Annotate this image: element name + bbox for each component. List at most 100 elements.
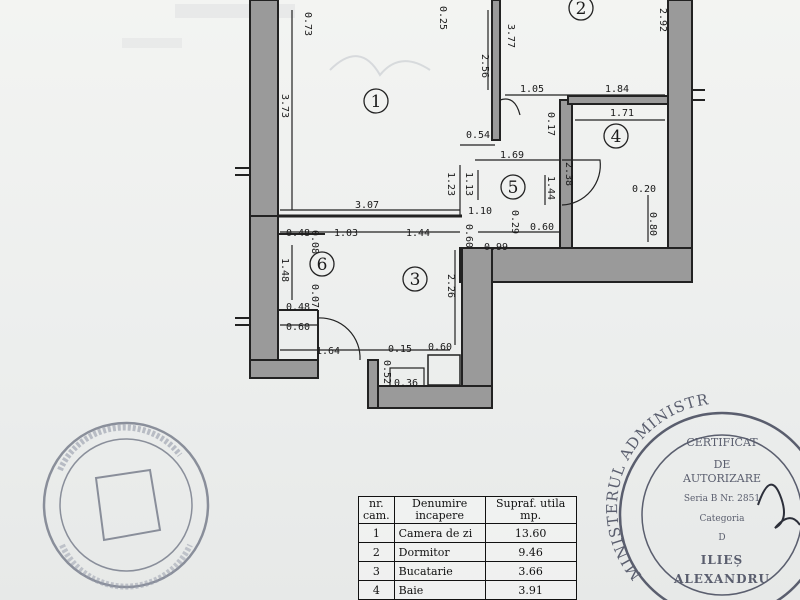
table-row: 3 Bucatarie 3.66 [358, 561, 577, 581]
cell-area: 9.46 [484, 542, 577, 562]
dim-373: 3.73 [279, 94, 290, 118]
dim-238: 2.38 [563, 162, 574, 186]
stamp-line6: D [718, 533, 725, 543]
dim-008: 0.08 [309, 230, 320, 254]
room-markers: 1 2 3 4 5 6 [309, 0, 629, 292]
dim-226: 2.26 [445, 274, 456, 298]
stamp-line4: Seria B Nr. 2851 [684, 494, 760, 504]
dim-015: 0.15 [388, 344, 412, 355]
wall-left-lower [249, 215, 279, 379]
dimension-lines [280, 10, 665, 351]
stamp-left [42, 421, 210, 590]
cell-nr: 2 [358, 542, 395, 562]
room-5-number: 5 [508, 178, 519, 198]
dim-256: 2.56 [479, 54, 490, 78]
dim-060d: 0.60 [428, 342, 452, 353]
room-4-circle [603, 123, 629, 149]
dim-123: 1.23 [445, 172, 456, 196]
cell-nr: 4 [358, 580, 395, 600]
stamp-line3: AUTORIZARE [682, 472, 761, 485]
dim-099: 0.99 [484, 242, 508, 253]
room-1-circle [363, 88, 389, 114]
room-2-number: 2 [576, 0, 587, 19]
wall-bottom-kitchen [367, 385, 493, 409]
dim-377: 3.77 [505, 24, 516, 48]
room-6-number: 6 [317, 255, 328, 275]
dim-113: 1.13 [463, 172, 474, 196]
doors [317, 98, 601, 361]
wall-partition-12 [491, 0, 501, 141]
stamp-right: MINISTERUL ADMINISTR CERTIFICAT DE AUTOR… [603, 390, 800, 600]
dim-080: 0.80 [647, 212, 658, 236]
room-2-circle [568, 0, 594, 21]
wall-kitchen-left-stub [367, 359, 379, 409]
table-row: 2 Dormitor 9.46 [358, 542, 577, 562]
dim-148: 1.48 [279, 258, 290, 282]
dim-025: 0.25 [437, 6, 448, 30]
cell-name: Dormitor [393, 542, 486, 562]
wall-bottom-bath [459, 247, 693, 283]
dim-048b: 0.48 [286, 302, 310, 313]
dim-184: 1.84 [605, 84, 629, 95]
room-4-number: 4 [611, 127, 622, 147]
cell-area: 3.66 [484, 561, 577, 581]
dim-036: 0.36 [394, 378, 418, 389]
dim-164: 1.64 [316, 346, 340, 357]
cell-name: Baie [393, 580, 486, 600]
cell-area: 3.91 [484, 580, 577, 600]
room-area-table: nr. cam. Denumire incapere Supraf. utila… [358, 496, 577, 600]
room-5-circle [500, 174, 526, 200]
header-nr: nr. cam. [358, 496, 395, 524]
wall-bath-top [567, 95, 669, 105]
dim-060b: 0.60 [530, 222, 554, 233]
dim-105: 1.05 [520, 84, 544, 95]
dimension-labels: 0.73 0.25 3.77 2.92 3.73 2.56 1.05 1.84 … [279, 6, 668, 389]
dim-054: 0.54 [466, 130, 490, 141]
room-6-circle [309, 251, 335, 277]
dim-048a: 0.48 [286, 228, 310, 239]
dim-073: 0.73 [302, 12, 313, 36]
stamp-ring-text: MINISTERUL ADMINISTR [603, 390, 710, 583]
signature [757, 483, 800, 529]
dim-007: 0.07 [309, 284, 320, 308]
header-name: Denumire incapere [393, 496, 486, 524]
table-row: 4 Baie 3.91 [358, 580, 577, 600]
sink-fixture [389, 367, 425, 387]
dim-060c: 0.60 [286, 322, 310, 333]
stamp-line2: DE [714, 458, 731, 471]
cell-name: Bucatarie [393, 561, 486, 581]
dim-307: 3.07 [355, 200, 379, 211]
dim-060a: 0.60 [463, 224, 474, 248]
stamp-line5: Categoria [700, 514, 746, 524]
room-3-circle [402, 266, 428, 292]
wall-right [667, 0, 693, 283]
cell-area: 13.60 [484, 523, 577, 543]
cell-nr: 3 [358, 561, 395, 581]
stamp-name2: ALEXANDRU [673, 572, 770, 586]
dim-292: 2.92 [657, 8, 668, 32]
dim-103: 1.03 [334, 228, 358, 239]
dim-029: 0.29 [509, 210, 520, 234]
kitchen-fixture [427, 354, 461, 386]
stamp-name1: ILIEȘ [701, 553, 743, 567]
dim-052: 0.52 [381, 360, 392, 384]
dim-171: 1.71 [610, 108, 634, 119]
dim-110: 1.10 [468, 206, 492, 217]
cell-name: Camera de zi [393, 523, 486, 543]
dim-144h: 1.44 [406, 228, 430, 239]
table-header-row: nr. cam. Denumire incapere Supraf. utila… [358, 496, 577, 524]
dim-020: 0.20 [632, 184, 656, 195]
room-3-number: 3 [410, 270, 421, 290]
table-row: 1 Camera de zi 13.60 [358, 523, 577, 543]
dim-144v: 1.44 [545, 176, 556, 200]
room-1-number: 1 [371, 92, 382, 112]
wall-left [249, 0, 279, 217]
dim-017: 0.17 [545, 112, 556, 136]
stamp-line1: CERTIFICAT [686, 436, 758, 449]
cell-nr: 1 [358, 523, 395, 543]
wall-kitchen-right [461, 247, 493, 409]
dim-169: 1.69 [500, 150, 524, 161]
wall-bottom-left [249, 359, 319, 379]
